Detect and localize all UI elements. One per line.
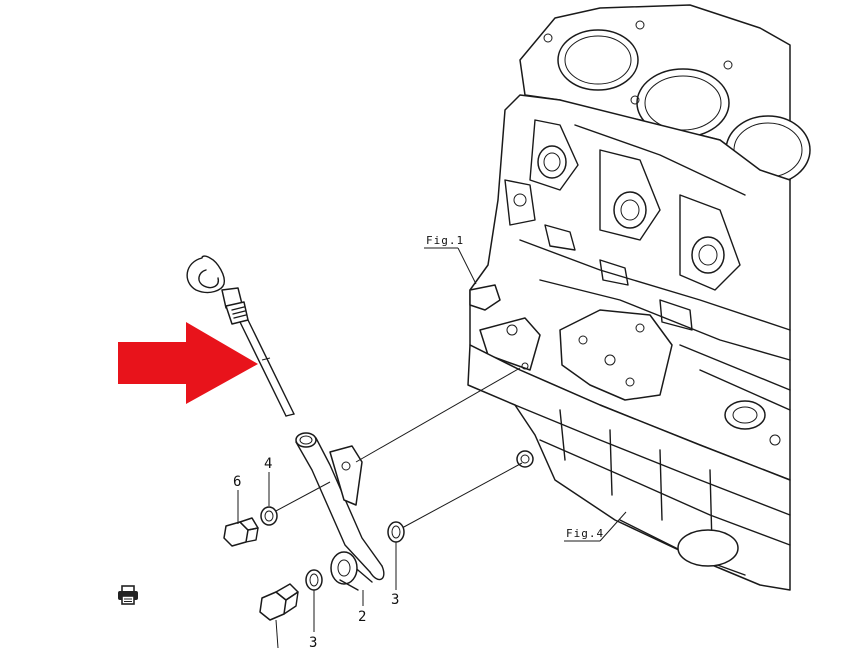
bolt-6 <box>223 517 259 547</box>
callout-3-lower: 3 <box>309 590 317 651</box>
callout-4: 4 <box>264 456 272 506</box>
cylinder-bore-1 <box>557 29 639 91</box>
banjo-fitting <box>330 551 358 585</box>
banjo-bolt <box>259 583 299 649</box>
leader-pipe-pan <box>401 462 523 529</box>
callout-2: 2 <box>358 590 366 625</box>
washer-3-lower <box>305 569 323 591</box>
engine-block <box>469 4 811 481</box>
leader-washer-block <box>273 481 331 513</box>
callout-6: 6 <box>233 474 241 524</box>
oil-pan <box>467 344 791 591</box>
svg-text:3: 3 <box>309 635 317 650</box>
dipstick-guide-tube <box>295 432 385 591</box>
printer-icon <box>118 585 138 605</box>
svg-text:Fig.4: Fig.4 <box>566 527 604 540</box>
svg-text:4: 4 <box>264 456 272 472</box>
svg-text:3: 3 <box>391 592 399 608</box>
guide-bracket <box>329 445 363 506</box>
figure-label-4: Fig.4 <box>564 511 627 542</box>
svg-text:2: 2 <box>358 609 366 625</box>
svg-text:Fig.1: Fig.1 <box>426 234 464 247</box>
leader-bracket-block <box>355 367 521 463</box>
print-button[interactable] <box>116 584 140 606</box>
dipstick <box>186 255 295 417</box>
callout-3-upper: 3 <box>391 542 399 608</box>
washer-3-upper <box>387 521 405 543</box>
svg-text:6: 6 <box>233 474 241 490</box>
washer-4 <box>260 506 278 526</box>
mounting-pad <box>559 309 673 401</box>
red-arrow-icon <box>118 322 258 404</box>
figure-label-1: Fig.1 <box>424 234 477 285</box>
